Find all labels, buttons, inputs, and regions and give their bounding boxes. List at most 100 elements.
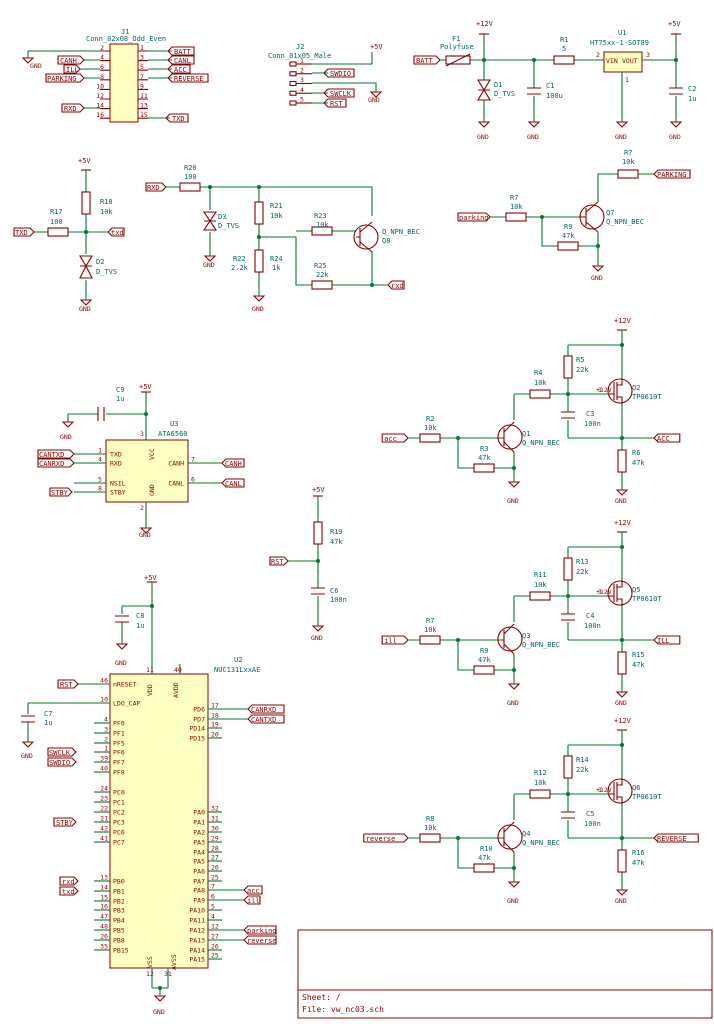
label-ill-u2: ill: [243, 895, 261, 905]
u1-gnd: GND: [615, 133, 627, 141]
switch-r4-value: 10k: [534, 581, 547, 589]
switch-npn-ref: Q3: [522, 632, 530, 640]
j1-pin-left: 6: [100, 63, 104, 71]
switch-pmos-ref: Q6: [632, 784, 640, 792]
r7b-value: 10k: [622, 158, 635, 166]
u2-pin-number: 22: [100, 805, 108, 813]
u2-pin-number: 12: [211, 923, 219, 931]
svg-text:CANTXD: CANTXD: [39, 451, 64, 459]
u2-pin-number: 32: [211, 805, 219, 813]
switch-output-text: ACC: [657, 435, 670, 443]
u3-pin-name: RXD: [110, 460, 122, 468]
switch-input-text: acc: [384, 435, 397, 443]
j2-pin-marker: [289, 61, 297, 67]
u2-pin-name: PA14: [189, 947, 205, 955]
switch-output-label: REVERSE: [653, 833, 699, 843]
label-acc-u2: acc: [243, 885, 263, 895]
u2-pin-name: PC6: [113, 829, 125, 837]
d2-value: D_TVS: [96, 268, 117, 276]
q7-gnd: GND: [591, 274, 603, 282]
switch-r3: [473, 863, 495, 873]
f1-ref: F1: [452, 35, 460, 43]
svg-text:SWCLK: SWCLK: [49, 749, 71, 757]
u3-pin-number: 2: [140, 504, 144, 512]
switch-r3-value: 47k: [478, 854, 491, 862]
u2-pin-number: 21: [100, 815, 108, 823]
c6-gnd: GND: [311, 634, 323, 642]
svg-text:rxd: rxd: [62, 878, 75, 886]
gnd-symbol: [591, 265, 605, 272]
u2-pin-name: PA1: [193, 819, 205, 827]
u2-pin-name: PA13: [189, 937, 205, 945]
label-parking-in: parking: [457, 212, 491, 222]
switch-npn-ref: Q4: [522, 830, 530, 838]
u3-pin-name: STBY: [110, 489, 126, 497]
u2-pin-number: 1: [104, 745, 108, 753]
txd-protection: +5V R18 10k R17 100 D2 D_TVS GND TXD txd: [13, 157, 125, 313]
u2-mcu: +5V C8 1u GND C7 1u GND U2 NUC131LxxAE n…: [21, 574, 285, 1016]
r19-ref: R19: [330, 528, 343, 536]
switch-r5: [563, 355, 573, 379]
label-swdio-u2: SWDIO: [47, 757, 77, 767]
u2-pin-number: 17: [211, 702, 219, 710]
j1-ref: J1: [121, 28, 129, 36]
r17-resistor: [47, 227, 69, 237]
j2-pin-marker: [289, 80, 297, 87]
switch-c-ref: C5: [586, 810, 594, 818]
j2-pin-number: 5: [300, 96, 304, 104]
r22-resistor: [254, 249, 264, 273]
j1-pin-right: 15: [140, 111, 148, 119]
u3-pin-number: 7: [191, 456, 195, 464]
u3-pin-name: CANH: [168, 460, 184, 468]
switch-r5-ref: R5: [576, 356, 584, 364]
c8-gnd: GND: [115, 659, 127, 667]
label-batt-f1: BATT: [413, 55, 441, 65]
u2-pin-name: PA0: [193, 809, 205, 817]
switch-npn-value: Q_NPN_BEC: [522, 439, 560, 447]
svg-text:CANH: CANH: [60, 57, 77, 65]
u2-pin-number: 3: [104, 726, 108, 734]
u2-value: NUC131LxxAE: [214, 666, 260, 674]
label-swclk-u2: SWCLK: [47, 747, 77, 757]
r24-value: 1k: [272, 264, 281, 272]
d3-gnd: GND: [203, 261, 215, 269]
u2-pin-number: 23: [100, 795, 108, 803]
u2-pin-name: PA3: [193, 839, 205, 847]
c2-value: 1u: [688, 95, 696, 103]
r7-resistor-a: [505, 212, 527, 222]
j1-value: Conn_02x08_Odd_Even: [86, 35, 166, 43]
gnd-symbol: [115, 643, 129, 650]
j1-pin-left: 14: [96, 102, 104, 110]
svg-text:txd: txd: [62, 888, 75, 896]
u2-pin-name: PA15: [189, 956, 205, 964]
label-rst-j2: RST: [323, 98, 347, 108]
d1-value: D_TVS: [494, 90, 515, 98]
u2-pin-name: PC1: [113, 799, 125, 807]
switch-npn: [497, 424, 523, 450]
svg-text:CANRXD: CANRXD: [39, 460, 64, 468]
j1-pin-right: 5: [140, 63, 144, 71]
j2-gnd: GND: [368, 96, 380, 104]
switch-gnd-r6: GND: [615, 497, 627, 505]
r20-value: 100: [184, 173, 197, 181]
d3-ref: D3: [218, 213, 226, 221]
u2-pin-number: 25: [211, 874, 219, 882]
u2-pin-name: PB1: [113, 888, 125, 896]
switch-input-label: reverse: [363, 833, 409, 843]
switch-output-label: ILL: [653, 635, 681, 645]
label-stby-u3: STBY: [49, 487, 73, 497]
u2-gnd: GND: [153, 1008, 165, 1016]
svg-text:3: 3: [646, 51, 650, 59]
gnd-symbol: [615, 121, 629, 128]
j2-5v: +5V: [370, 43, 383, 51]
u1-vout: VOUT: [622, 57, 638, 65]
j1-pin-left: 2: [100, 44, 104, 52]
j1-pin-right: 13: [140, 102, 148, 110]
u2-pin-name: LDO_CAP: [113, 700, 140, 708]
r23-ref: R23: [314, 212, 327, 220]
u2-pin-number: 4: [104, 716, 108, 724]
u3-gnd-pin: GND: [148, 484, 156, 496]
switch-pmos: [607, 378, 633, 404]
